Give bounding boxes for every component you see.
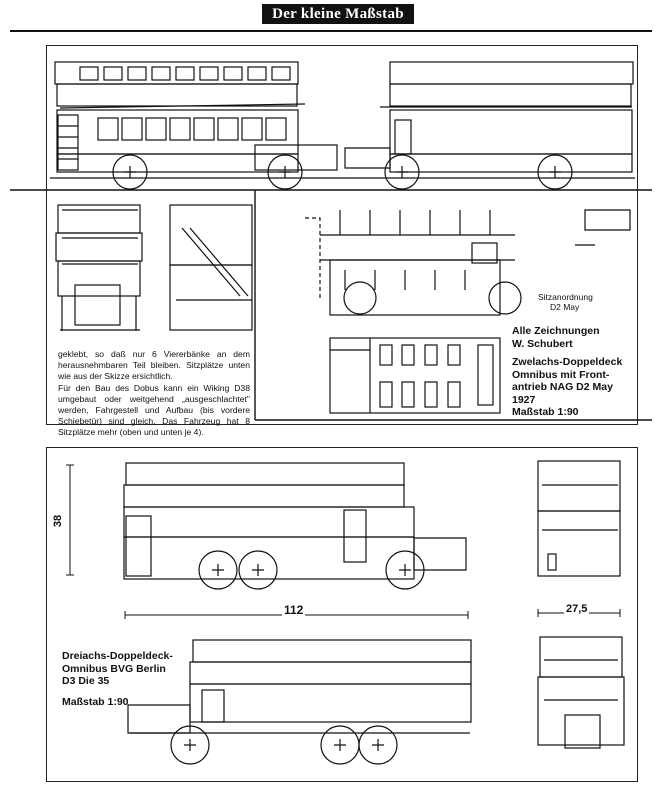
caption-year: 1927 — [512, 393, 536, 406]
caption-scale: Maßstab 1:90 — [62, 695, 129, 708]
dimension-lines — [66, 464, 621, 619]
seat-note-line2: D2 May — [550, 302, 580, 312]
dimension-width: 27,5 — [564, 603, 590, 615]
dimension-length: 112 — [282, 603, 306, 617]
bus-d2-front-view — [55, 204, 143, 331]
header-rule — [10, 30, 652, 32]
bus-d3-side-top — [123, 462, 467, 590]
window — [193, 117, 215, 141]
window — [145, 117, 167, 141]
top-drawing-frame — [46, 45, 638, 425]
caption-title-3: antrieb NAG D2 May — [512, 381, 613, 393]
annotation-paragraph-2: Für den Bau des Dobus kann ein Wiking D3… — [58, 383, 250, 437]
window — [241, 117, 263, 141]
window — [247, 66, 267, 81]
window — [103, 66, 123, 81]
window — [199, 66, 219, 81]
window — [97, 117, 119, 141]
bus-d3-front-view — [537, 636, 625, 749]
seat-arrangement-drawing — [305, 209, 631, 316]
caption-d3: Dreiachs-Doppeldeck- Omnibus BVG Berlin … — [62, 650, 202, 708]
caption-credit-1: Alle Zeichnungen — [512, 325, 600, 337]
bus-d3-side-bottom — [127, 639, 472, 765]
caption-scale: Maßstab 1:90 — [512, 406, 579, 418]
caption-title-3: D3 Die 35 — [62, 675, 110, 687]
window — [265, 117, 287, 141]
seat-note-line1: Sitzanordnung — [538, 292, 593, 302]
caption-title-2: Omnibus BVG Berlin — [62, 662, 166, 675]
seat-plan-lower — [329, 337, 501, 414]
caption-d2: Alle Zeichnungen W. Schubert Zwelachs-Do… — [512, 325, 637, 419]
window — [169, 117, 191, 141]
dimension-height: 38 — [52, 514, 65, 528]
bus-d2-rear-view — [169, 204, 253, 331]
bus-d2-side-left — [50, 61, 340, 190]
bottom-drawing-frame — [46, 447, 638, 782]
window — [79, 66, 99, 81]
window — [223, 66, 243, 81]
page-title: Der kleine Maßstab — [262, 4, 414, 24]
caption-title-1: Zwelachs-Doppeldeck — [512, 356, 623, 368]
seat-note: Sitzanordnung D2 May — [538, 292, 593, 312]
caption-title-2: Omnibus mit Front- — [512, 368, 610, 381]
window — [121, 117, 143, 141]
annotation-paragraph-1: geklebt, so daß nur 6 Viererbänke an dem… — [58, 349, 250, 381]
window — [151, 66, 171, 81]
window — [271, 66, 291, 81]
bus-d2-side-right — [340, 61, 635, 190]
window — [127, 66, 147, 81]
bus-d3-rear-view — [537, 460, 621, 577]
window — [217, 117, 239, 141]
caption-title-1: Dreiachs-Doppeldeck- — [62, 650, 173, 662]
caption-credit-2: W. Schubert — [512, 337, 573, 350]
window — [175, 66, 195, 81]
